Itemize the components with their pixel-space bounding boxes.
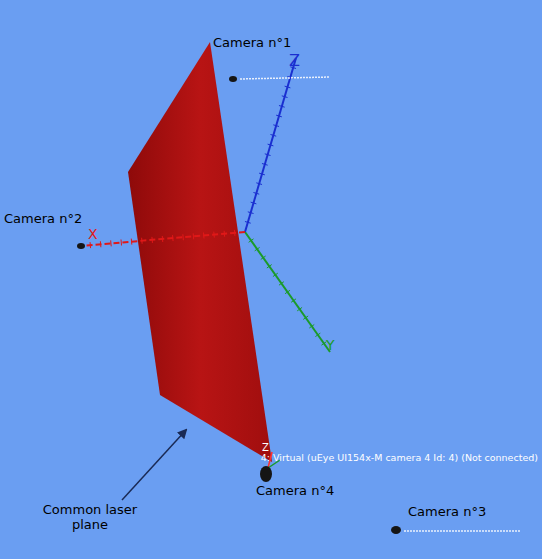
axis-tick [90, 242, 92, 248]
axis-tick [285, 86, 291, 88]
axis-tick [285, 290, 290, 293]
axis-tick [303, 316, 308, 319]
axis-tick [315, 333, 320, 336]
y-axis [245, 232, 330, 352]
camera-label: Camera n°1 [213, 36, 291, 51]
axis-tick [276, 115, 282, 117]
axis-tick [100, 241, 102, 247]
axis-tick [234, 230, 236, 236]
camera-label: Camera n°2 [4, 212, 82, 227]
axis-tick [255, 247, 260, 250]
axis-tick [279, 105, 285, 107]
camera-label: Camera n°4 [256, 484, 334, 499]
leader-arrow [122, 430, 186, 500]
axis-label: X [88, 226, 98, 242]
axis-tick [248, 212, 254, 214]
axis-tick [203, 233, 205, 239]
camera-tag: 4: Virtual (uEye UI154x-M camera 4 Id: 4… [261, 453, 538, 464]
z-axis [245, 58, 296, 232]
axis-label: Z [289, 52, 300, 70]
axis-tick [110, 240, 112, 246]
axis-tick [270, 134, 276, 136]
axis-tick [251, 202, 257, 204]
axis-tick [321, 342, 326, 345]
axis-tick [131, 239, 133, 245]
axis-tick [282, 96, 288, 98]
x-axis [80, 232, 245, 246]
axis-label: Z [262, 442, 269, 454]
laser-plane [128, 42, 272, 462]
axis-label: Y [326, 337, 335, 353]
axis-tick [193, 233, 195, 239]
camera-icons [77, 76, 401, 534]
axis-tick [273, 273, 278, 276]
axis-tick [162, 236, 164, 242]
axis-ticks [90, 67, 326, 345]
axis-tick [245, 221, 251, 223]
axis-tick [261, 256, 266, 259]
callout-text: Common laser plane [40, 503, 140, 533]
axis-tick [151, 237, 153, 243]
axis-tick [141, 238, 143, 244]
axis-tick [267, 265, 272, 268]
axis-tick [120, 240, 122, 246]
axis-tick [182, 234, 184, 240]
camera-label: Camera n°3 [408, 505, 486, 520]
axis-tick [279, 282, 284, 285]
axis-tick [262, 163, 268, 165]
axis-tick [224, 231, 226, 237]
axis-tick [213, 232, 215, 238]
axis-tick [249, 239, 254, 242]
axis-tick [291, 299, 296, 302]
axis-tick [256, 183, 262, 185]
axis-tick [309, 325, 314, 328]
axis-tick [297, 307, 302, 310]
axis-tick [268, 144, 274, 146]
axis-tick [259, 173, 265, 175]
axis-tick [253, 192, 259, 194]
axis-tick [172, 235, 174, 241]
axis-tick [273, 125, 279, 127]
axis-tick [265, 154, 271, 156]
